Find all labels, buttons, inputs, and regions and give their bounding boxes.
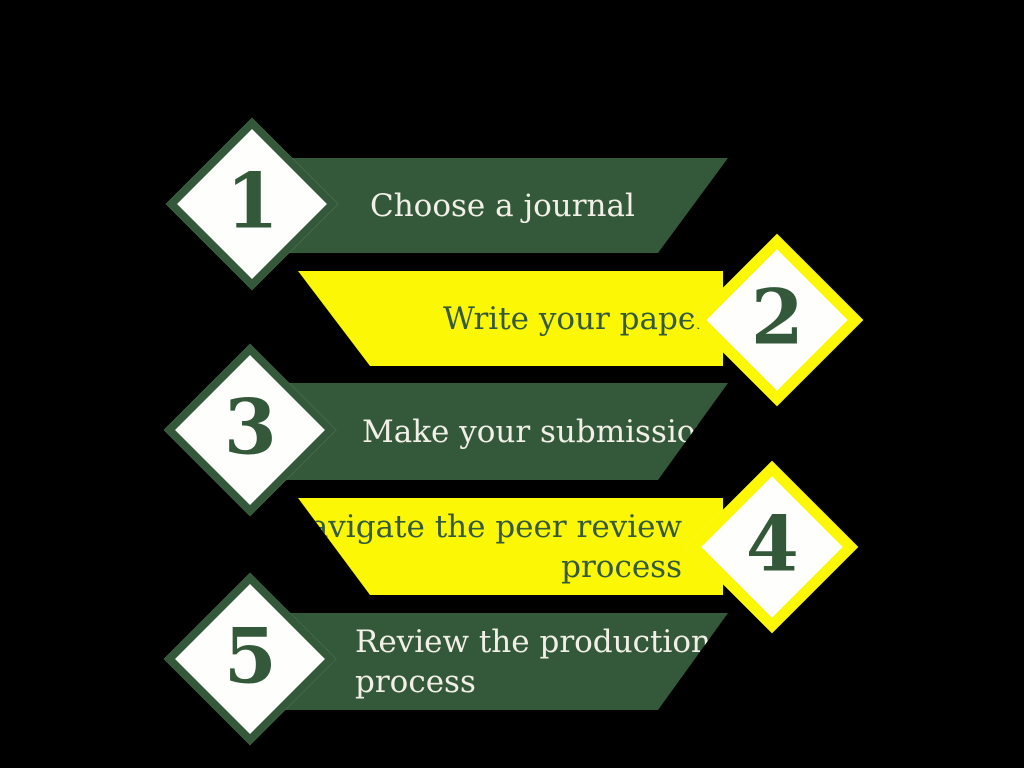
step-diamond-2: 2 [690, 233, 864, 407]
step-banner-2: Write your paper [298, 271, 723, 366]
step-label-line-2: process [561, 548, 682, 585]
step-diamond-3: 3 [163, 343, 337, 517]
step-number: 1 [225, 155, 279, 245]
step-number: 4 [745, 498, 799, 588]
step-number: 5 [223, 610, 277, 700]
step-label-line-2: process [355, 663, 476, 700]
step-diamond-5: 5 [163, 572, 337, 746]
step-banner-5: Review the production process [285, 613, 728, 710]
step-label-line-1: Navigate the peer review [282, 508, 682, 545]
step-banner-1: Choose a journal [285, 158, 728, 253]
step-diamond-4: 4 [685, 460, 859, 634]
step-label: Choose a journal [370, 187, 635, 224]
step-label: Write your paper [443, 300, 712, 337]
step-banner-4: Navigate the peer review process [298, 498, 723, 595]
step-label-line-1: Review the production [355, 623, 711, 660]
step-banner-3: Make your submission [285, 383, 728, 480]
step-number: 3 [223, 381, 277, 471]
step-diamond-1: 1 [165, 117, 339, 291]
step-label: Make your submission [362, 413, 716, 450]
step-number: 2 [750, 271, 804, 361]
